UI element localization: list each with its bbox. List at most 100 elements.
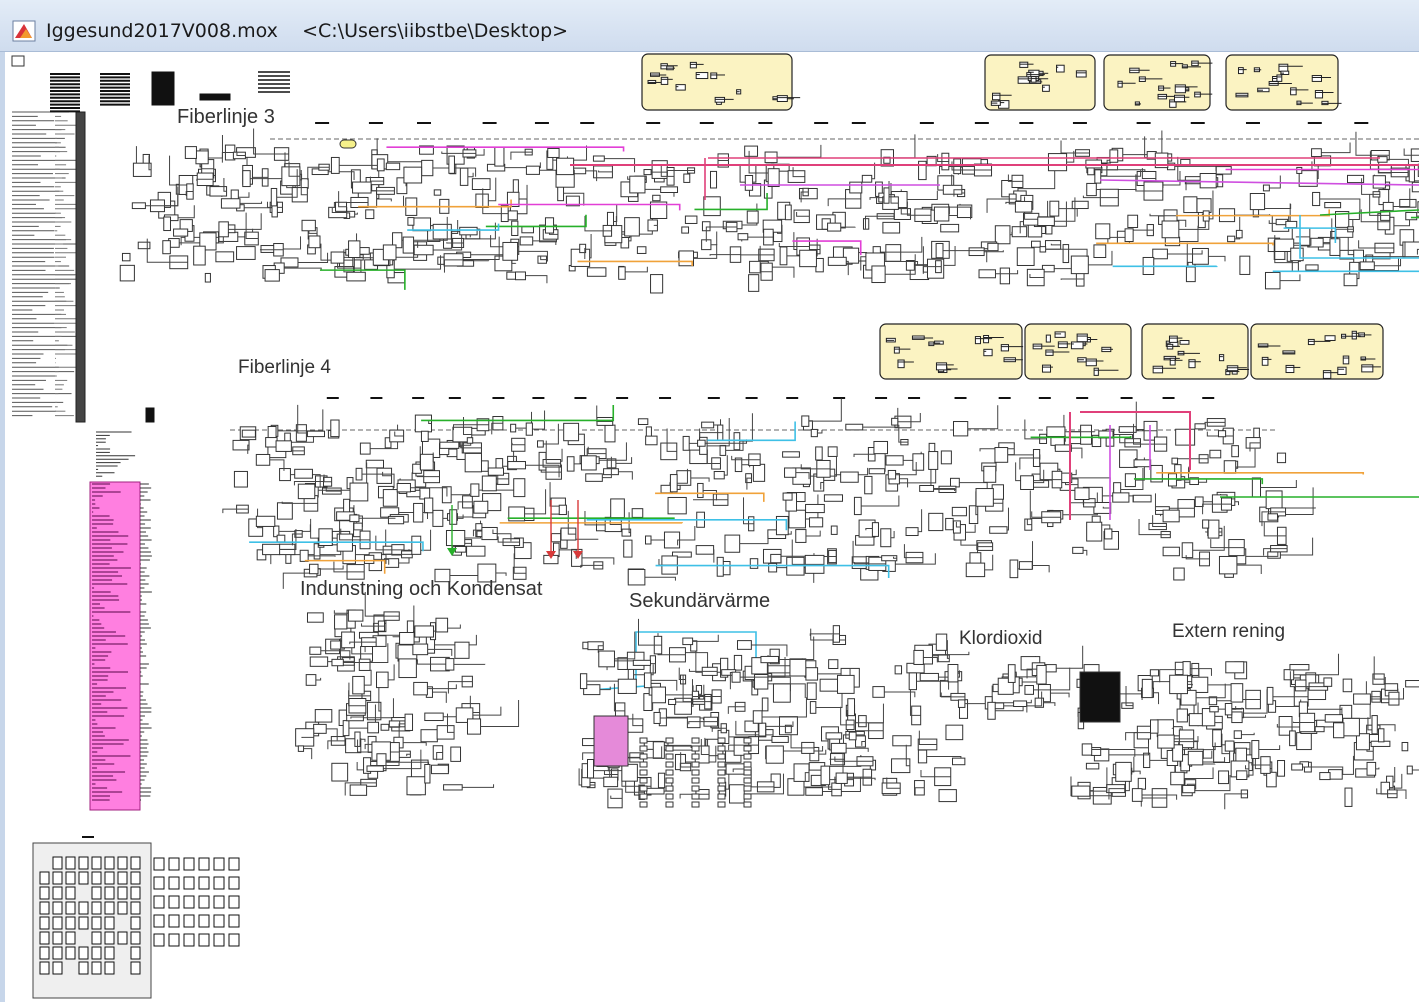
unit-block [1371, 715, 1378, 735]
unit-block [402, 236, 415, 254]
unit-block [637, 418, 649, 425]
unit-block [270, 187, 278, 207]
label-fiberlinje-4: Fiberlinje 4 [238, 357, 331, 378]
pipe-line [373, 558, 390, 565]
unit-block [414, 625, 435, 638]
unit-block [1164, 236, 1181, 247]
pipe-line [1153, 692, 1160, 705]
pipe-line [957, 672, 960, 674]
unit-block [1262, 184, 1270, 192]
calibration-cell [130, 856, 141, 870]
pipe-line [1185, 555, 1210, 560]
unit-block [1353, 693, 1371, 705]
unit-block [507, 461, 526, 470]
unit-block [610, 498, 625, 519]
unit-block [557, 185, 565, 202]
stream-line-magenta [1099, 179, 1419, 186]
unit-block [717, 745, 726, 752]
process-flowsheet[interactable] [0, 52, 1419, 1002]
unit-block [660, 186, 679, 194]
unit-block [989, 526, 1008, 534]
pipe-line [1071, 447, 1083, 459]
unit-block [652, 194, 661, 202]
unit-block [1183, 196, 1198, 214]
unit-block [173, 228, 189, 237]
pipe-line [1162, 171, 1181, 186]
stream-line [577, 260, 693, 267]
overview-mini-block [1337, 366, 1347, 375]
pipe-line [337, 263, 361, 269]
unit-block [1007, 664, 1016, 683]
pipe-line [388, 664, 395, 681]
calibration-cell [104, 871, 115, 885]
unit-block [639, 737, 648, 744]
overview-mini-block [1174, 94, 1185, 103]
pipe-line [1394, 789, 1407, 799]
unit-block [617, 678, 637, 694]
unit-block [432, 509, 444, 527]
stream-line [407, 223, 500, 231]
calibration-cell [130, 946, 141, 960]
unit-block [624, 217, 640, 237]
calibration-cell [39, 961, 50, 975]
unit-block [649, 201, 668, 219]
unit-block [1182, 661, 1191, 677]
unit-block [665, 745, 674, 752]
overview-mini-block [1361, 364, 1374, 373]
pipe-line [691, 679, 722, 697]
unit-block [604, 424, 616, 443]
unit-block [717, 793, 726, 800]
overview-mini-block [1168, 335, 1178, 343]
unit-block [671, 551, 692, 558]
unit-block [330, 156, 340, 174]
pipe-line [800, 464, 831, 470]
unit-block [413, 681, 428, 696]
unit-block [686, 716, 701, 729]
pipe-line [758, 721, 794, 727]
diagram-canvas[interactable] [0, 52, 1419, 1002]
pipe-line [1261, 511, 1286, 527]
unit-block [758, 722, 767, 737]
unit-block [912, 453, 925, 471]
pipe-line [307, 166, 330, 181]
unit-block [376, 671, 389, 689]
pipe-line [1108, 743, 1150, 756]
pipe-line [403, 742, 427, 746]
unit-block [1162, 546, 1180, 557]
pipe-line [1393, 219, 1411, 227]
unit-block [748, 274, 760, 292]
unit-block [1405, 211, 1418, 221]
pipe-line [1275, 507, 1316, 509]
unit-block [579, 673, 588, 690]
overview-mini-block [1351, 330, 1357, 340]
unit-block [746, 210, 759, 224]
pipe-line [504, 162, 541, 169]
unit-block [639, 785, 648, 792]
unit-block [1378, 728, 1385, 743]
unit-block [413, 502, 424, 523]
pipe-line [955, 521, 961, 528]
overview-panel [1141, 323, 1249, 380]
unit-block [1283, 669, 1295, 681]
unit-block [1112, 492, 1130, 503]
unit-block [827, 256, 847, 266]
pipe-line [543, 423, 559, 445]
unit-block [1223, 460, 1237, 474]
unit-block [454, 545, 467, 553]
pipe-line [861, 495, 900, 507]
pipe-line [433, 235, 463, 251]
pipe-line [446, 713, 455, 733]
unit-block [905, 260, 915, 271]
pipe-line [495, 572, 507, 576]
unit-block [435, 617, 449, 633]
unit-block [1080, 424, 1093, 445]
unit-block [650, 274, 664, 294]
calibration-cell [65, 871, 76, 885]
pipe-line [1131, 770, 1141, 775]
unit-block [1137, 777, 1147, 790]
pipe-line [1181, 466, 1190, 473]
pipe-line [884, 260, 919, 266]
unit-block [163, 216, 171, 232]
unit-block [585, 473, 603, 482]
pipe-line [338, 191, 347, 208]
